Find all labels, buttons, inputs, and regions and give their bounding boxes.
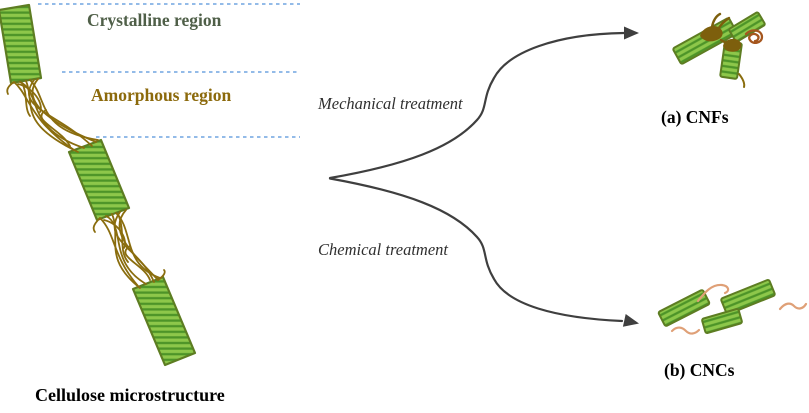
chemical-treatment-label: Chemical treatment bbox=[318, 240, 448, 259]
cnc-rods bbox=[657, 278, 776, 334]
amorphous-bundle-1 bbox=[6, 78, 99, 153]
treatment-arrows bbox=[328, 31, 626, 323]
cnf-fiber-tail bbox=[738, 73, 746, 88]
cnf-cluster bbox=[672, 11, 766, 88]
cnc-squiggle-3 bbox=[778, 302, 808, 311]
cnc-rod-2 bbox=[720, 278, 776, 316]
figure-caption: Cellulose microstructure bbox=[35, 385, 225, 405]
amorphous-bundle-2 bbox=[92, 209, 166, 289]
region-boundary-dashes bbox=[38, 3, 300, 138]
cnf-fiber-blob-1 bbox=[700, 26, 723, 42]
cnc-rod-1 bbox=[657, 289, 711, 327]
cnc-squiggle-2 bbox=[670, 326, 701, 335]
crystalline-region-label: Crystalline region bbox=[87, 10, 222, 30]
cnc-rod-3 bbox=[701, 308, 743, 334]
cnc-squiggles bbox=[670, 283, 808, 335]
cnc-result-label: (b) CNCs bbox=[664, 360, 735, 380]
chemical-arrowhead bbox=[622, 314, 639, 327]
cnc-cluster bbox=[657, 278, 808, 335]
cnf-swirl bbox=[744, 29, 764, 44]
cnf-result-label: (a) CNFs bbox=[661, 107, 729, 127]
chemical-arrow bbox=[328, 177, 624, 323]
cnf-rod-small bbox=[728, 11, 766, 43]
amorphous-region-label: Amorphous region bbox=[91, 85, 232, 105]
cnf-rods bbox=[672, 11, 766, 80]
cnf-fiber-blob-2 bbox=[723, 38, 742, 52]
cnc-squiggle-1 bbox=[696, 283, 730, 303]
crystalline-rod-3 bbox=[131, 275, 197, 367]
mechanical-arrowhead bbox=[624, 26, 639, 40]
amorphous-bundles bbox=[6, 78, 166, 289]
cellulose-chain bbox=[0, 3, 197, 367]
mechanical-arrow bbox=[328, 31, 626, 180]
mechanical-treatment-label: Mechanical treatment bbox=[318, 94, 463, 113]
crystalline-rod-1 bbox=[0, 3, 43, 85]
